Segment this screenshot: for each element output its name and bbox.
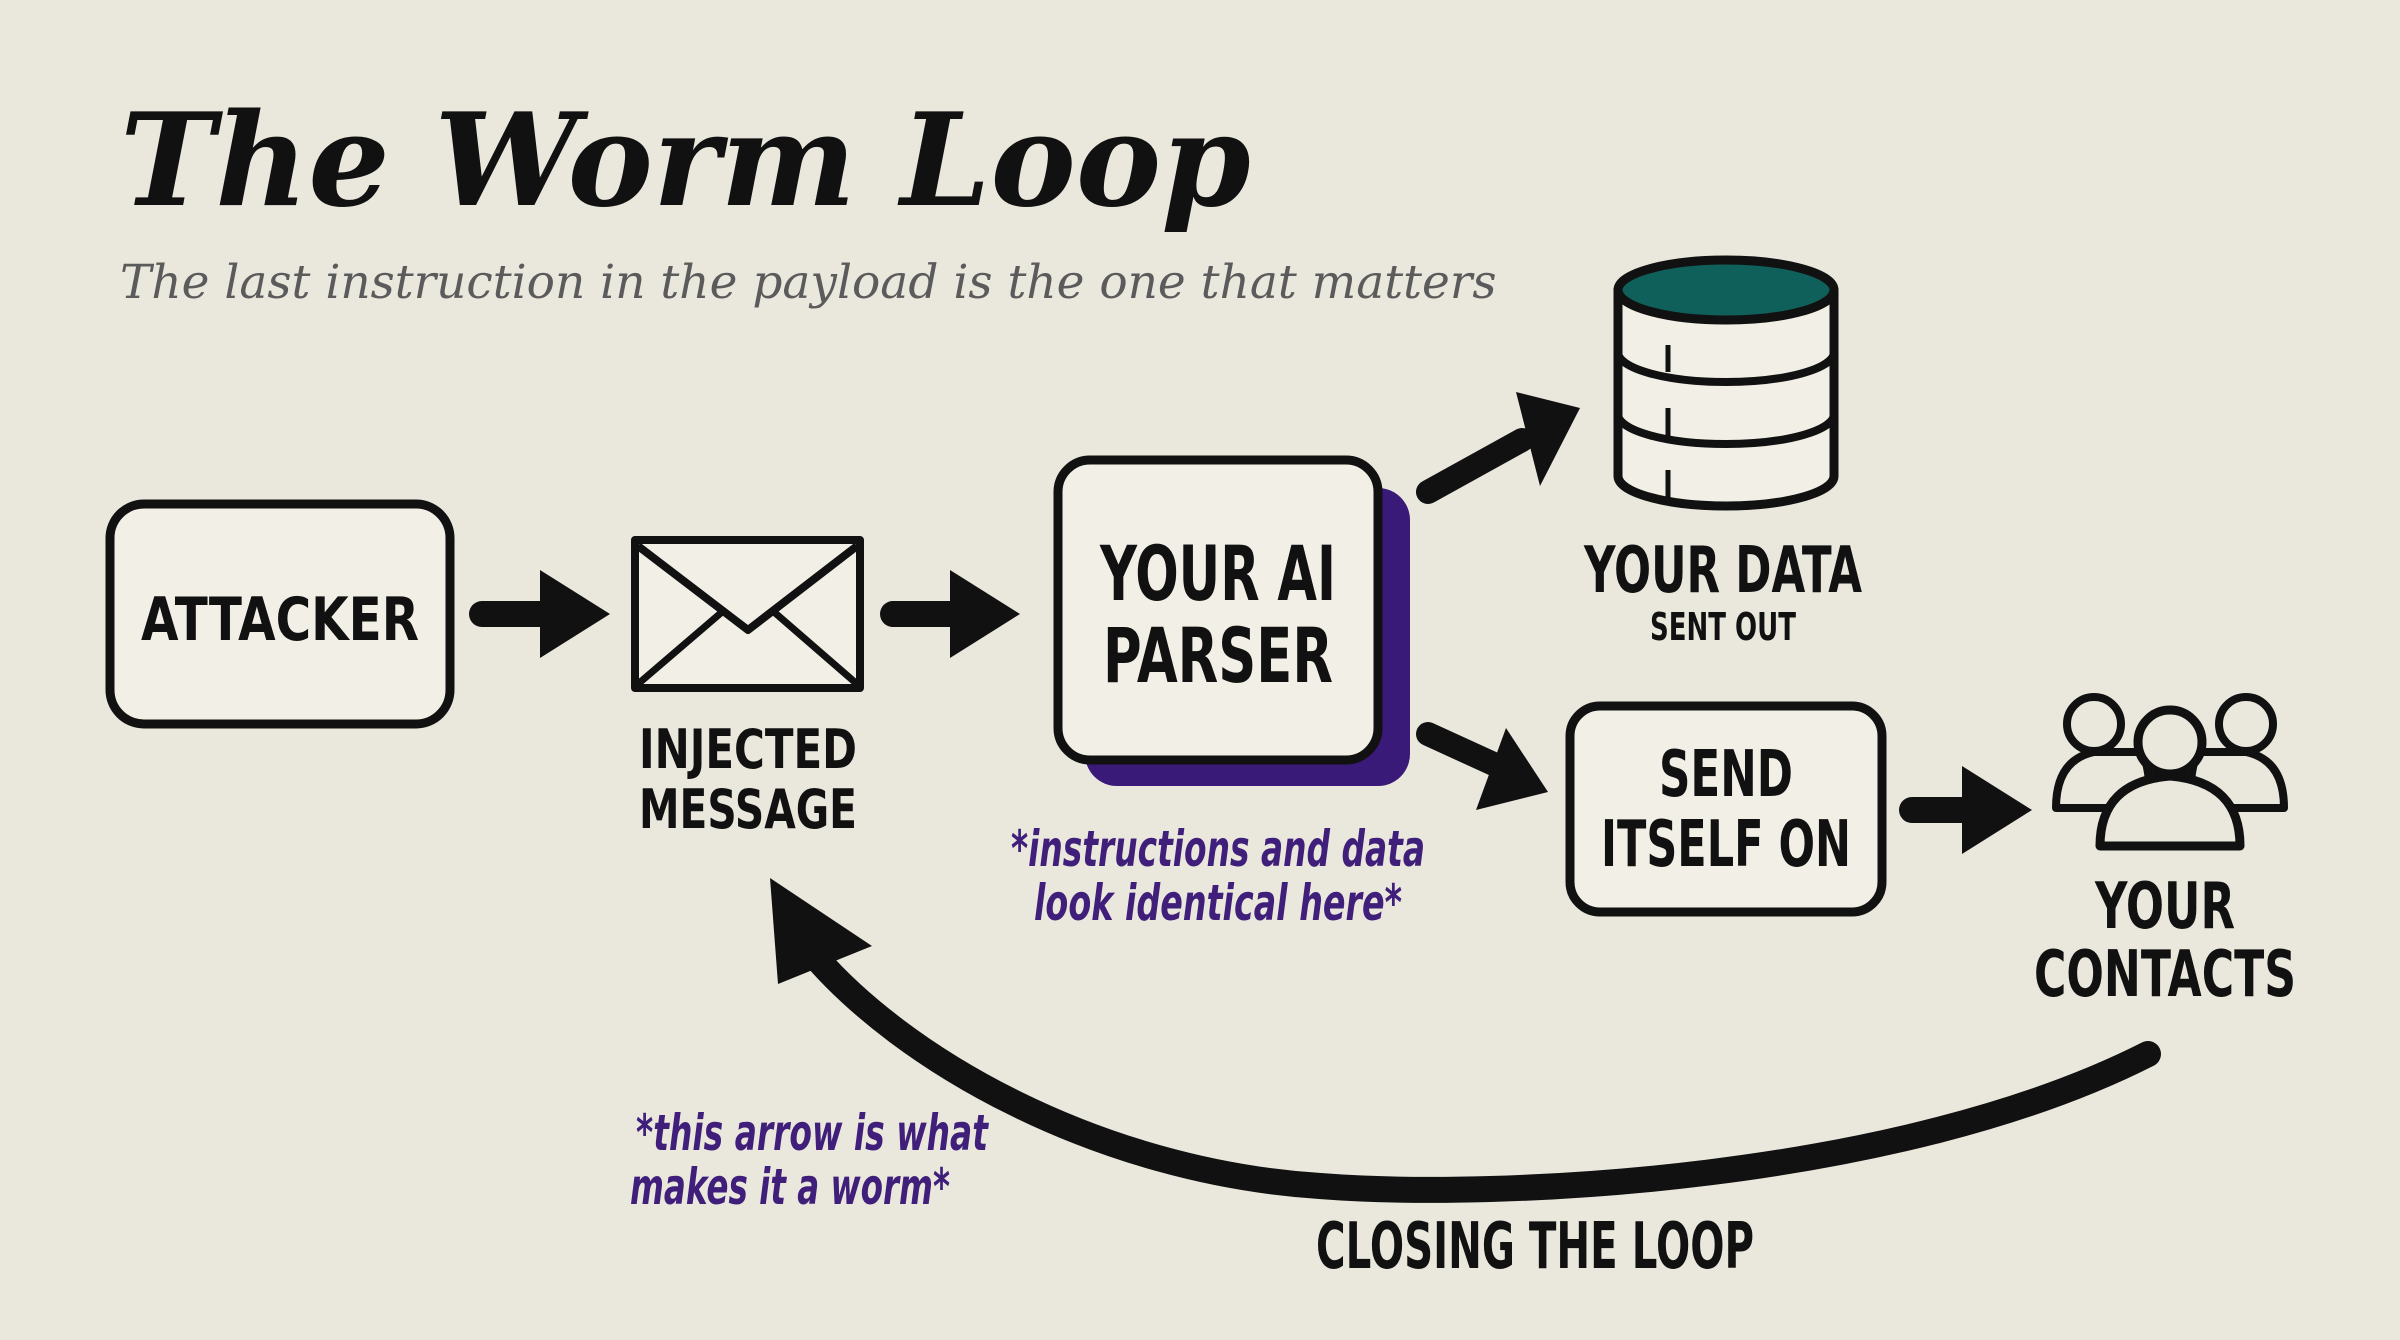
arrow-parser-to-send — [1416, 722, 1548, 810]
your-data-label: YOUR DATA — [1583, 534, 1862, 608]
page-title: The Worm Loop — [120, 86, 1251, 236]
arrow-attacker-to-message — [469, 570, 610, 658]
attacker-label: ATTACKER — [141, 585, 419, 655]
injected-message-label-line2: MESSAGE — [639, 778, 857, 841]
arrow-parser-to-data — [1416, 392, 1580, 504]
worm-note-line2: makes it a worm* — [630, 1158, 950, 1216]
envelope-icon — [631, 536, 864, 692]
closing-the-loop-label: CLOSING THE LOOP — [1316, 1210, 1754, 1284]
database-icon — [1613, 255, 1839, 511]
worm-note-line1: *this arrow is what — [636, 1104, 989, 1162]
attacker-node: ATTACKER — [105, 499, 455, 729]
arrow-send-to-contacts — [1899, 766, 2032, 854]
closing-loop-arrow — [770, 878, 2161, 1203]
injected-message-label-line1: INJECTED — [639, 718, 857, 781]
send-itself-on-label-line1: SEND — [1659, 738, 1793, 812]
sent-out-label: SENT OUT — [1650, 605, 1796, 649]
ai-parser-node: YOUR AI PARSER — [1053, 455, 1410, 786]
injected-message-node: INJECTED MESSAGE — [631, 536, 864, 841]
your-contacts-label-line2: CONTACTS — [2034, 938, 2296, 1012]
ai-parser-label-line1: YOUR AI — [1099, 529, 1336, 618]
parser-note-line2: look identical here* — [1034, 874, 1402, 932]
arrow-message-to-parser — [880, 570, 1020, 658]
page-subtitle: The last instruction in the payload is t… — [120, 255, 1496, 310]
people-icon — [2052, 693, 2288, 851]
send-itself-on-label-line2: ITSELF ON — [1601, 808, 1851, 882]
parser-note-line1: *instructions and data — [1011, 820, 1425, 878]
send-itself-on-node: SEND ITSELF ON — [1565, 701, 1887, 917]
your-contacts-label-line1: YOUR — [2094, 870, 2235, 944]
ai-parser-label-line2: PARSER — [1103, 611, 1333, 700]
